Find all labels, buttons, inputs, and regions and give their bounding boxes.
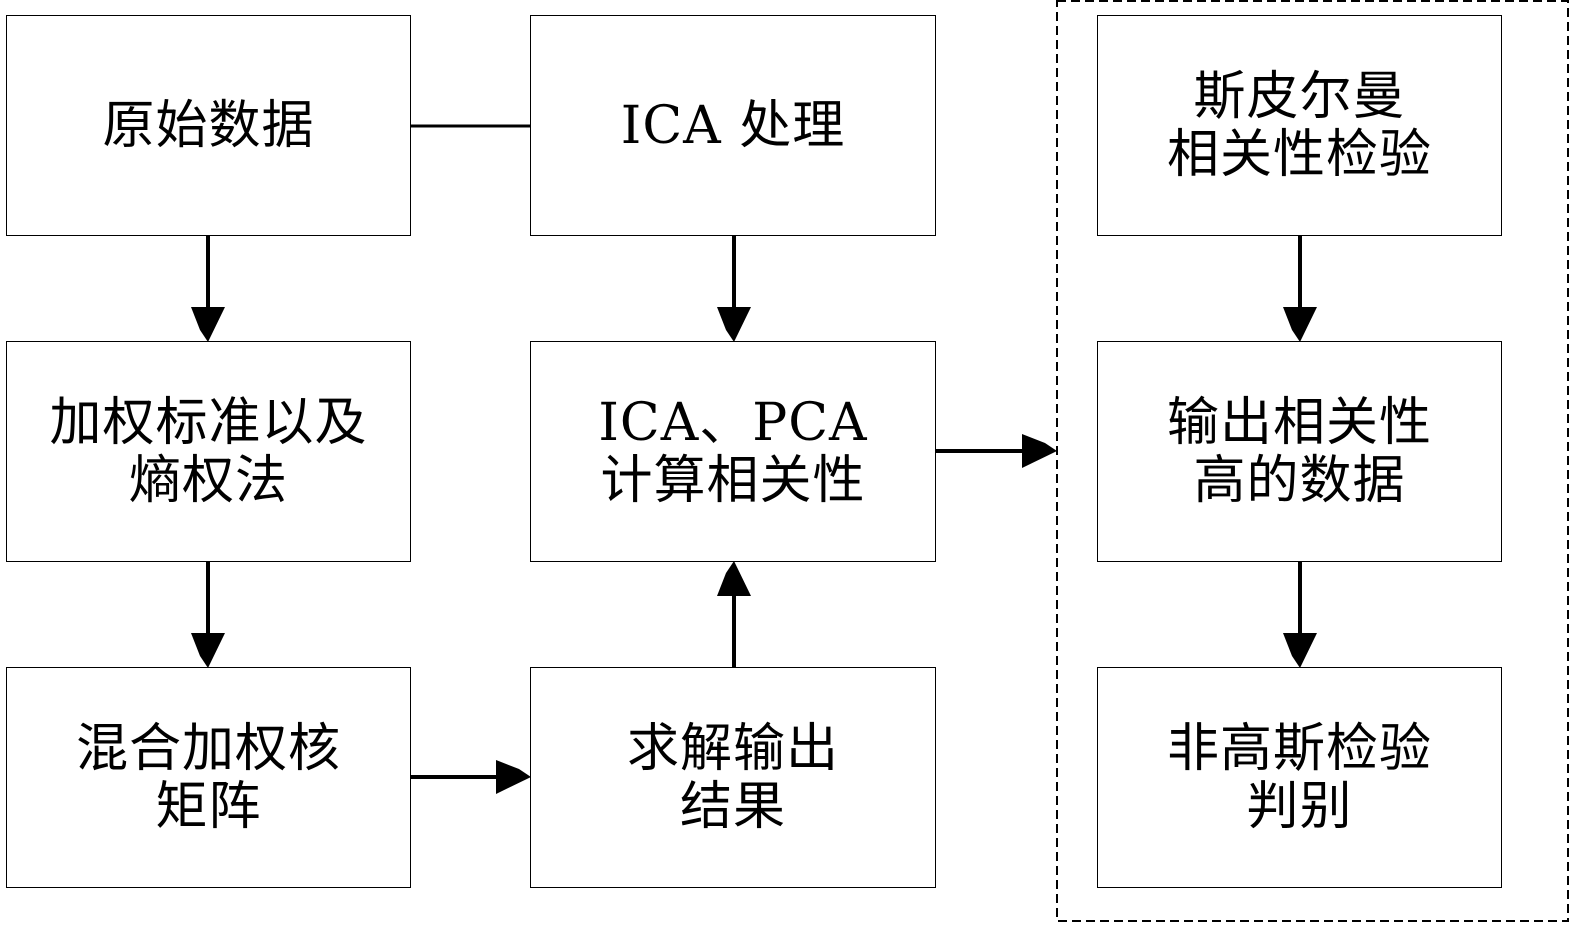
ica-pca-correlation-label-line2: 计算相关性	[600, 450, 866, 511]
arrowhead-down	[191, 307, 225, 342]
arrowhead-right	[1022, 434, 1057, 468]
arrowhead-down	[1283, 633, 1317, 668]
ica-pca-correlation-box: ICA、PCA 计算相关性	[530, 341, 936, 562]
non-gaussian-test-box: 非高斯检验 判别	[1097, 667, 1502, 888]
raw-data-box: 原始数据	[6, 15, 411, 236]
raw-data-label: 原始数据	[102, 95, 315, 156]
output-high-correlation-label-line2: 高的数据	[1193, 450, 1406, 511]
spearman-test-label-line1: 斯皮尔曼	[1193, 66, 1406, 127]
solve-output-box: 求解输出 结果	[530, 667, 936, 888]
arrowhead-down	[717, 307, 751, 342]
non-gaussian-test-label-line2: 判别	[1246, 776, 1353, 837]
weighted-standard-label-line2: 熵权法	[128, 450, 288, 511]
ica-processing-box: ICA 处理	[530, 15, 936, 236]
non-gaussian-test-label-line1: 非高斯检验	[1166, 718, 1432, 779]
weighted-standard-label-line1: 加权标准以及	[49, 392, 368, 453]
arrowhead-down	[191, 633, 225, 668]
ica-processing-label: ICA 处理	[620, 95, 846, 156]
spearman-test-box: 斯皮尔曼 相关性检验	[1097, 15, 1502, 236]
solve-output-label-line1: 求解输出	[626, 718, 839, 779]
weighted-standard-box: 加权标准以及 熵权法	[6, 341, 411, 562]
mixed-kernel-matrix-box: 混合加权核 矩阵	[6, 667, 411, 888]
mixed-kernel-matrix-label-line2: 矩阵	[155, 776, 262, 837]
output-high-correlation-label-line1: 输出相关性	[1166, 392, 1432, 453]
output-high-correlation-box: 输出相关性 高的数据	[1097, 341, 1502, 562]
solve-output-label-line2: 结果	[679, 776, 786, 837]
mixed-kernel-matrix-label-line1: 混合加权核	[75, 718, 341, 779]
ica-pca-correlation-label-line1: ICA、PCA	[598, 392, 868, 453]
arrowhead-right	[496, 760, 531, 794]
spearman-test-label-line2: 相关性检验	[1166, 124, 1432, 185]
arrowhead-up	[717, 561, 751, 596]
dashed-group-frame	[1056, 0, 1569, 922]
arrowhead-down	[1283, 307, 1317, 342]
